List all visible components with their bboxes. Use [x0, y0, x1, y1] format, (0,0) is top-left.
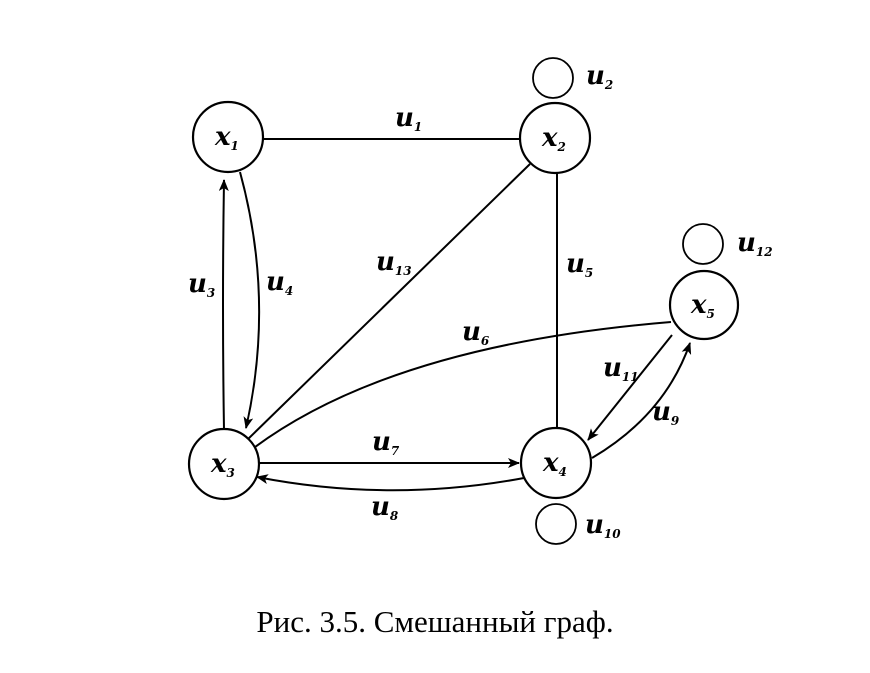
label-u5: u5: [566, 249, 593, 280]
edge-u6: [250, 321, 672, 451]
node-x5: x5: [668, 269, 740, 341]
label-u4: u4: [266, 267, 293, 298]
edge-u11: [587, 334, 673, 441]
label-u9: u9: [652, 397, 680, 428]
label-u6: u6: [462, 317, 490, 348]
loop-u10: [535, 503, 577, 545]
svg-text:x3: x3: [210, 449, 235, 480]
svg-text:x4: x4: [542, 448, 567, 479]
label-u3: u3: [188, 269, 215, 300]
node-x3: x3: [187, 427, 261, 501]
label-u10: u10: [585, 510, 621, 541]
edge-u13: [245, 163, 531, 442]
loop-u2: [532, 57, 574, 99]
label-u13: u13: [376, 247, 412, 278]
svg-text:x5: x5: [690, 290, 715, 321]
label-u12: u12: [737, 228, 773, 259]
figure-caption: Рис. 3.5. Смешанный граф.: [256, 604, 614, 639]
node-x1: x1: [191, 100, 265, 174]
edge-u8: [256, 474, 525, 492]
label-u7: u7: [372, 427, 400, 458]
label-u8: u8: [371, 492, 399, 523]
edge-u9: [591, 342, 692, 459]
label-u1: u1: [395, 103, 422, 134]
svg-text:x1: x1: [214, 122, 239, 153]
loop-u12: [682, 223, 724, 265]
edge-u4: [239, 171, 261, 429]
node-x2: x2: [518, 101, 592, 175]
node-x4: x4: [519, 426, 593, 500]
label-u2: u2: [586, 61, 613, 92]
label-u11: u11: [603, 353, 639, 384]
edge-u3: [218, 179, 229, 431]
svg-text:x2: x2: [541, 123, 566, 154]
